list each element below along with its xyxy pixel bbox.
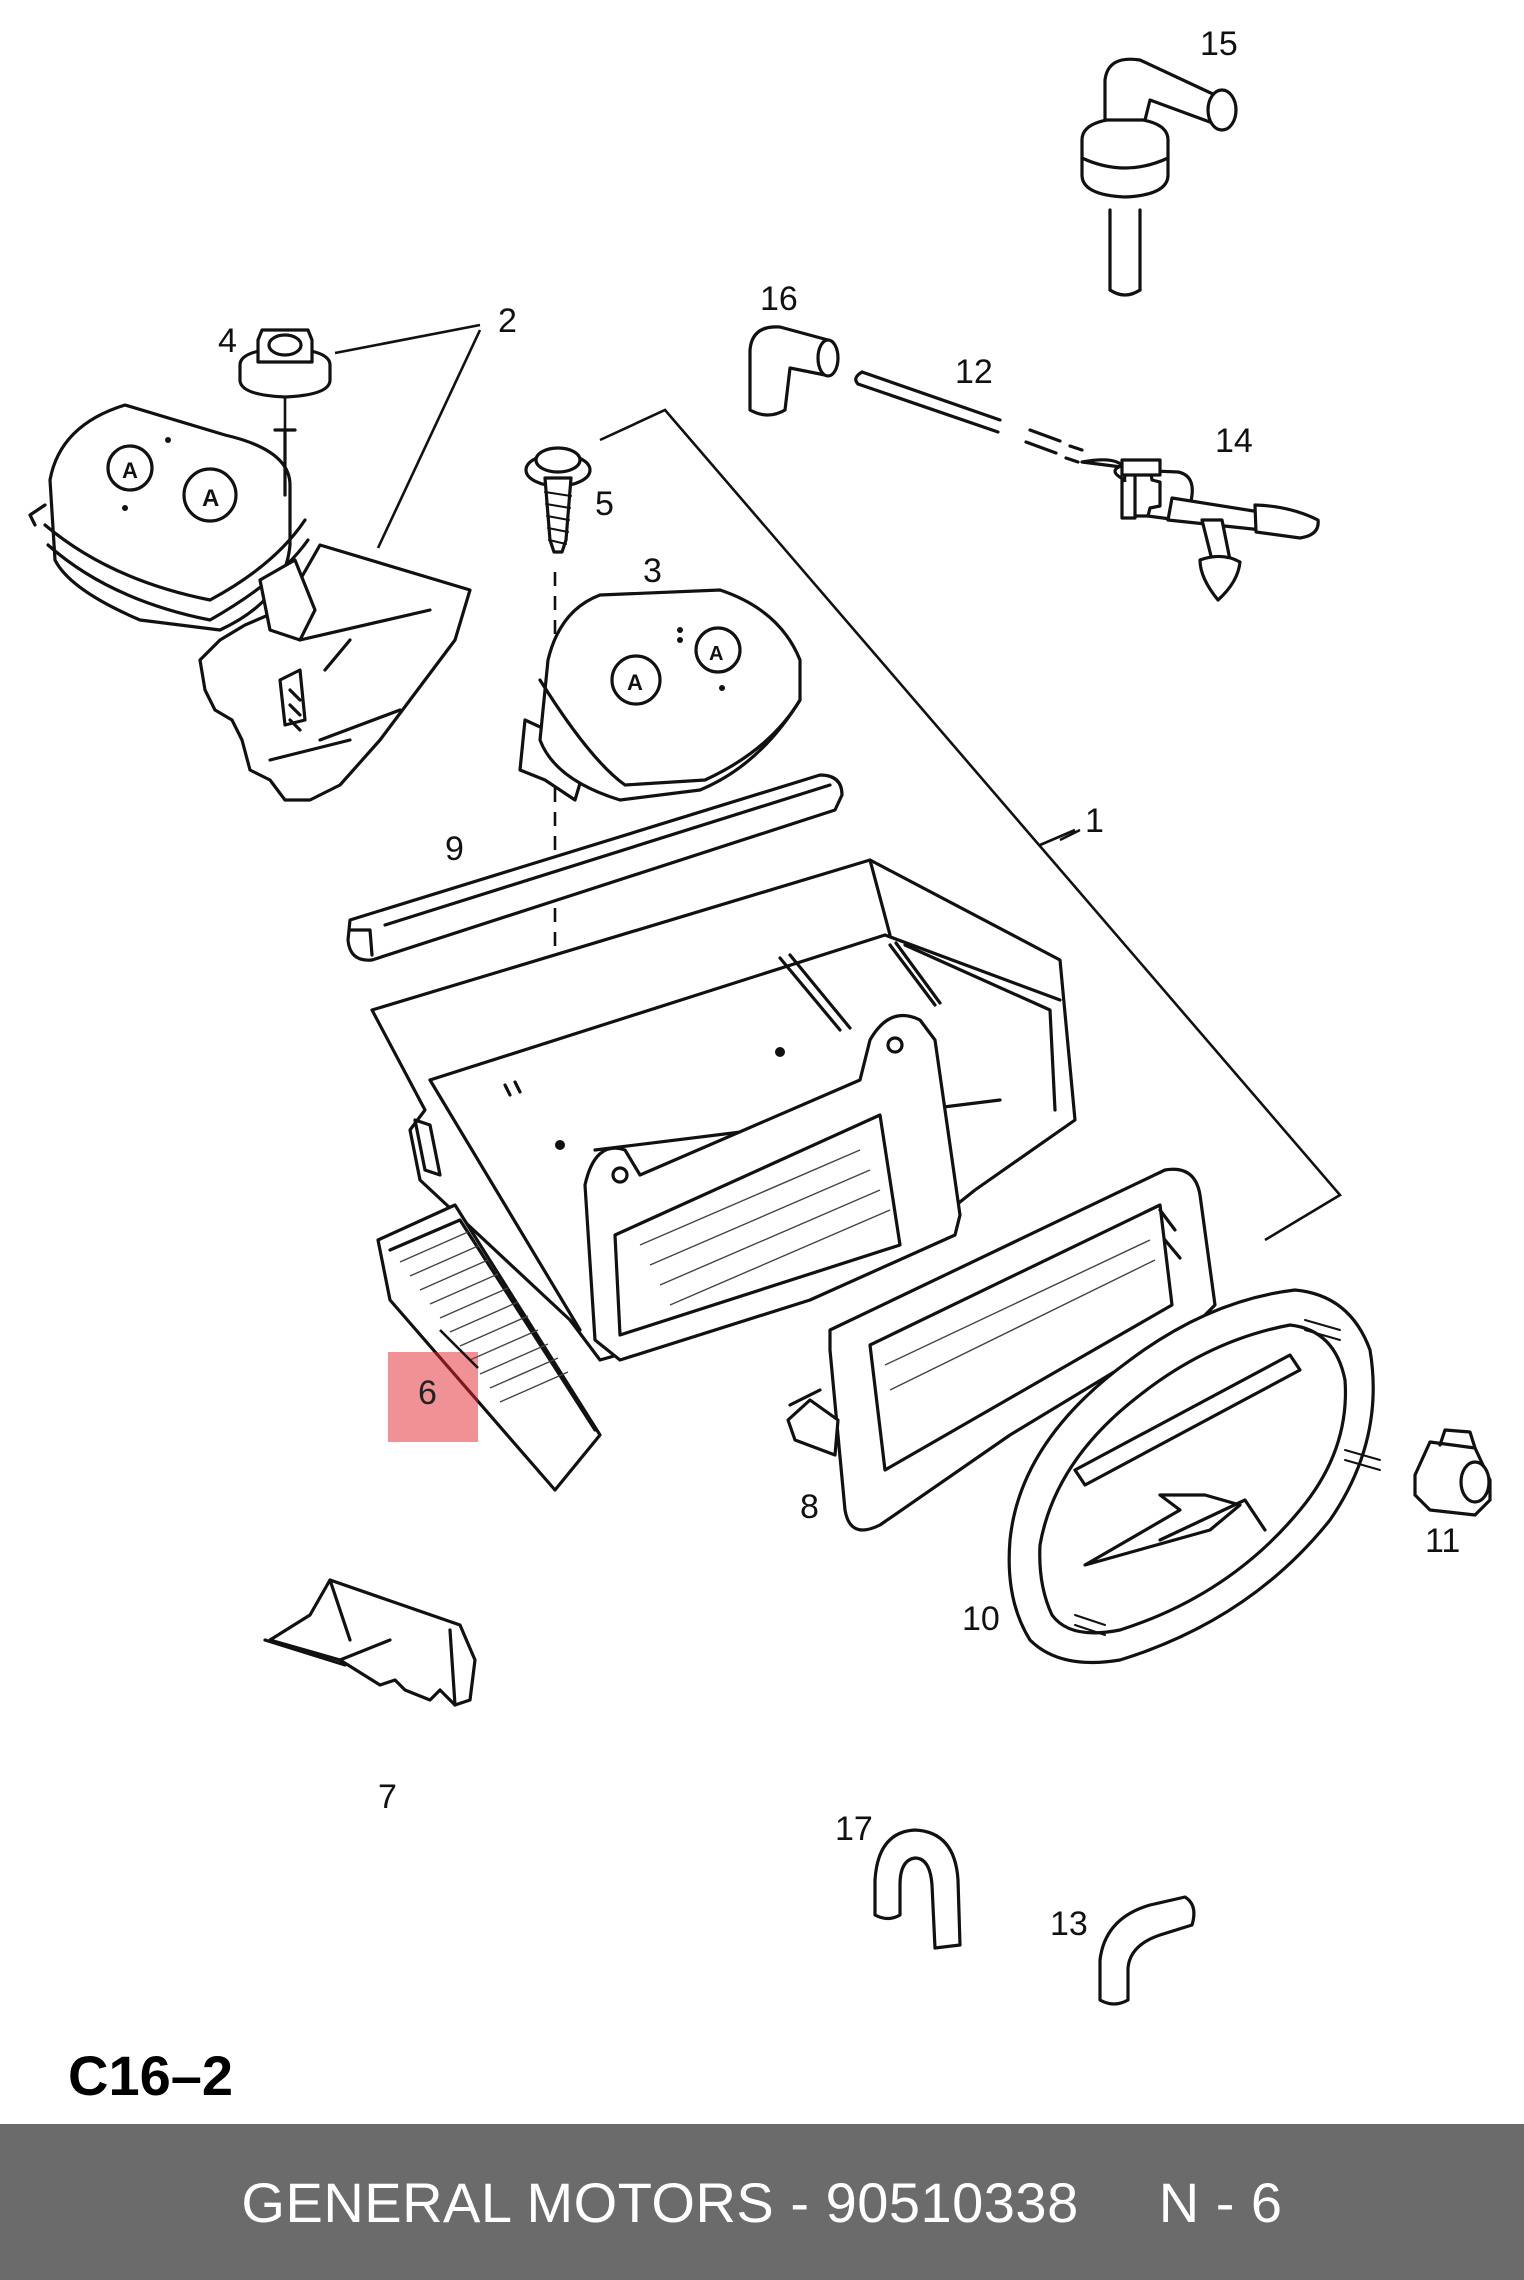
callout-16: 16 — [760, 280, 798, 318]
part-4-nut — [238, 328, 332, 399]
callout-14: 14 — [1215, 422, 1253, 460]
part-11-nut — [1413, 1428, 1492, 1517]
callout-12: 12 — [955, 353, 993, 391]
part-7-clip — [263, 1578, 477, 1707]
diagram-code: C16–2 — [68, 2044, 233, 2107]
callout-7: 7 — [378, 1778, 397, 1816]
callout-6: 6 — [418, 1374, 437, 1412]
brand-name: GENERAL MOTORS — [241, 2170, 775, 2234]
part-8-gasket — [786, 1167, 1217, 1532]
part-17-u-hose — [873, 1828, 962, 1950]
callout-8: 8 — [800, 1488, 819, 1526]
separator — [810, 2170, 826, 2235]
part-16-hose-elbow — [748, 325, 840, 417]
callout-4: 4 — [218, 322, 237, 360]
part-15-hose-elbow — [1080, 57, 1238, 297]
part-9-seal-strip — [346, 773, 844, 962]
part-12-tube — [854, 370, 1084, 464]
callout-15: 15 — [1200, 25, 1238, 63]
position-label: N - 6 — [1158, 2170, 1283, 2234]
separator-dash: - — [790, 2170, 810, 2234]
callout-9: 9 — [445, 830, 464, 868]
mount-mark-a: A — [709, 643, 723, 665]
callout-1: 1 — [1085, 802, 1104, 840]
part-14-t-connector — [1080, 458, 1320, 602]
callout-5: 5 — [595, 485, 614, 523]
callout-3: 3 — [643, 552, 662, 590]
part-1-housing — [370, 858, 1077, 1362]
part-3-mount-right: A A — [518, 588, 802, 802]
mount-mark-a: A — [202, 485, 219, 512]
highlight-part-6 — [388, 1352, 478, 1442]
part-2-mount-left: A A — [28, 403, 472, 802]
callout-10: 10 — [962, 1600, 1000, 1638]
part-5-screw — [524, 446, 592, 554]
callout-labels: 1 2 3 4 5 7 8 9 10 11 12 13 14 15 16 17 — [218, 25, 1460, 1943]
mount-mark-a: A — [627, 670, 643, 695]
separator — [774, 2170, 790, 2235]
callout-11: 11 — [1425, 1522, 1460, 1560]
callout-2: 2 — [498, 302, 517, 340]
part-6-cabin-filter — [376, 1203, 602, 1492]
callout-13: 13 — [1050, 1905, 1088, 1943]
part-13-elbow-hose — [1098, 1895, 1196, 2006]
exploded-parts-diagram: A A A A — [28, 25, 1492, 2107]
part-10-cover — [1007, 1288, 1381, 1665]
mount-mark-a: A — [122, 458, 138, 483]
part-number: 90510338 — [825, 2170, 1079, 2234]
part-info-bar: GENERAL MOTORS - 90510338 N - 6 — [0, 2124, 1524, 2280]
callout-17: 17 — [835, 1810, 873, 1848]
